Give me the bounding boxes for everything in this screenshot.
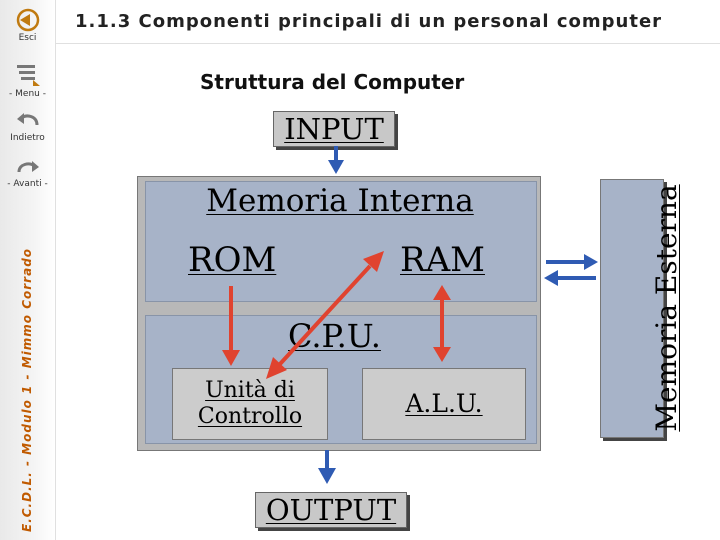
input-arrow [328, 146, 344, 174]
menu-icon [16, 65, 40, 86]
internal-memory-label: Memoria Interna [206, 183, 474, 219]
control-unit-box: Unità di Controllo [172, 368, 328, 440]
forward-arrow-icon [17, 161, 39, 173]
alu-label: A.L.U. [405, 389, 483, 418]
output-arrow [318, 450, 336, 484]
output-label: OUTPUT [265, 493, 397, 527]
external-memory-label: Memoria Esterna [650, 184, 683, 432]
external-memory-arrows [544, 254, 598, 286]
external-memory-box [600, 179, 664, 438]
ram-label: RAM [400, 240, 485, 280]
back-label: Indietro [10, 133, 45, 143]
back-arrow-icon [16, 113, 38, 126]
header-divider [55, 43, 720, 44]
page-title: 1.1.3 Componenti principali di un person… [75, 11, 663, 32]
control-unit-line1: Unità di [205, 378, 295, 403]
output-box: OUTPUT [255, 492, 407, 528]
footer-credit: E.C.D.L. - Modulo 1 - Mimmo Corrado [20, 247, 34, 532]
alu-box: A.L.U. [362, 368, 526, 440]
rom-label: ROM [188, 240, 277, 280]
forward-label: - Avanti - [7, 179, 48, 189]
exit-label: Esci [18, 33, 37, 43]
exit-button[interactable]: Esci [0, 8, 55, 43]
exit-icon [16, 8, 39, 32]
back-button[interactable]: Indietro [0, 110, 55, 143]
menu-button[interactable]: - Menu - [0, 62, 55, 99]
slide-subtitle: Struttura del Computer [200, 70, 465, 94]
forward-button[interactable]: - Avanti - [0, 160, 55, 189]
input-box: INPUT [273, 111, 395, 147]
cpu-label: C.P.U. [288, 317, 381, 355]
input-label: INPUT [284, 112, 384, 146]
control-unit-line2: Controllo [197, 404, 303, 429]
menu-label: - Menu - [9, 89, 46, 99]
sidebar-nav: Esci - Menu - Indietro - Avanti - E.C.D.… [0, 0, 56, 540]
